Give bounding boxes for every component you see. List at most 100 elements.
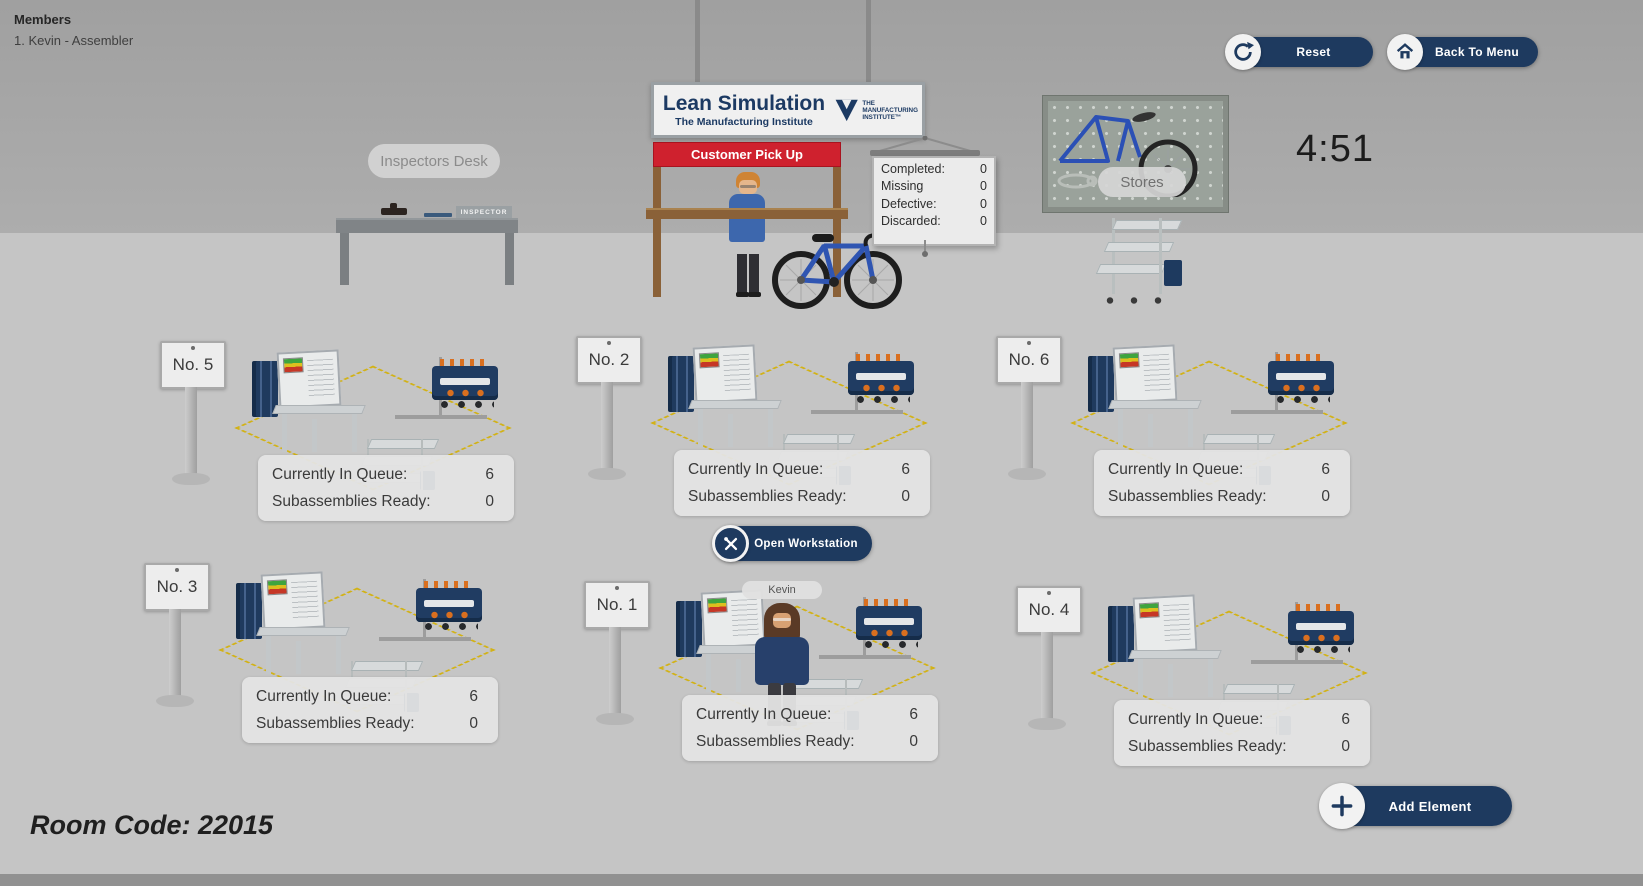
desk-leg [340, 233, 349, 285]
scoreboard-cord [922, 240, 928, 257]
station-sign: No. 3 [144, 563, 210, 713]
queue-value: 6 [1341, 710, 1350, 728]
members-panel: Members 1. Kevin - Assembler [14, 12, 133, 48]
customer-pickup-banner: Customer Pick Up [653, 142, 841, 167]
workstation-no1[interactable]: No. 1 Kevin Currently In Queue:6 Subasse… [584, 575, 954, 785]
logo-line: THE [862, 99, 875, 107]
logo-line: INSTITUTE™ [862, 113, 902, 121]
back-to-menu-button[interactable]: Back To Menu [1387, 34, 1538, 70]
open-workstation-label: Open Workstation [754, 537, 858, 550]
ready-label: Subassemblies Ready: [256, 714, 415, 732]
queue-value: 6 [469, 687, 478, 705]
scoreboard-rail [870, 150, 980, 156]
station-sign-label: No. 3 [156, 577, 198, 596]
avatar-body [755, 637, 809, 685]
countdown-timer: 4:51 [1296, 128, 1374, 170]
scoreboard-panel: Completed: 0 Missing 0 Defective: 0 Discard… [872, 156, 996, 246]
stores-area[interactable]: Stores [1042, 95, 1229, 213]
add-element-button[interactable]: Add Element [1319, 783, 1512, 829]
booth-post [653, 167, 661, 297]
scoreboard-strings [875, 136, 975, 153]
station-sign: No. 1 [584, 581, 650, 731]
workbench [668, 342, 788, 452]
tool-cart [848, 354, 914, 404]
station-sign-label: No. 2 [588, 350, 630, 369]
station-info-box: Currently In Queue: 6 Subassemblies Ready… [682, 695, 938, 761]
station-sign-label: No. 5 [172, 355, 214, 374]
clerk-leg [748, 254, 761, 297]
lean-simulation-sign: Lean Simulation The Manufacturing Instit… [651, 82, 925, 138]
station-info-box: Currently In Queue: 6 Subassemblies Ready… [1114, 700, 1370, 766]
station-sign-label: No. 6 [1008, 350, 1050, 369]
cart-wheels [1098, 296, 1178, 305]
station-sign: No. 5 [160, 341, 226, 491]
ready-value: 0 [1321, 487, 1330, 505]
inspectors-desk[interactable]: Inspectors Desk INSPECTOR [336, 144, 526, 289]
tools-icon [712, 525, 749, 562]
score-label: Missing [881, 179, 924, 194]
parts-bin [1164, 260, 1182, 286]
avatar-face [773, 613, 791, 628]
queue-value: 6 [909, 705, 918, 723]
score-label: Completed: [881, 162, 945, 176]
ready-label: Subassemblies Ready: [1108, 487, 1267, 505]
workstation-no3[interactable]: No. 3 Currently In Queue: 6 Subassemblies… [144, 557, 514, 767]
tool-cart [432, 359, 498, 409]
queue-label: Currently In Queue: [696, 705, 832, 723]
stores-cart [1095, 212, 1183, 308]
score-value: 0 [980, 162, 987, 176]
workbench [1108, 592, 1228, 702]
booth-counter [646, 208, 848, 219]
workbench [252, 347, 372, 457]
queue-value: 6 [901, 460, 910, 478]
station-info-box: Currently In Queue: 6 Subassemblies Ready… [242, 677, 498, 743]
ready-value: 0 [901, 487, 910, 505]
ready-value: 0 [909, 732, 918, 750]
open-workstation-button[interactable]: Open Workstation [712, 525, 872, 562]
ready-label: Subassemblies Ready: [1128, 737, 1287, 755]
ready-label: Subassemblies Ready: [688, 487, 847, 505]
score-value: 0 [980, 214, 987, 229]
workstation-no5[interactable]: No. 5 Currently In Queue:6 Subassemblies… [160, 335, 530, 545]
tool-cart [416, 581, 482, 631]
logo-line: MANUFACTURING [862, 106, 918, 114]
clerk-leg [736, 254, 749, 297]
sign-title: Lean Simulation [662, 91, 826, 115]
sign-subtitle: The Manufacturing Institute [675, 115, 813, 128]
reset-button[interactable]: Reset [1225, 34, 1373, 70]
sign-rod [695, 0, 700, 84]
tool-cart [856, 599, 922, 649]
add-element-label: Add Element [1388, 798, 1472, 814]
completed-bicycle [772, 233, 902, 309]
score-value: 0 [980, 196, 987, 211]
queue-label: Currently In Queue: [256, 687, 392, 705]
home-icon [1387, 34, 1423, 70]
station-sign: No. 4 [1016, 586, 1082, 736]
floor-edge [0, 874, 1643, 886]
member-entry: 1. Kevin - Assembler [14, 33, 134, 48]
logo-mark-icon [835, 99, 858, 122]
tool-cart [1288, 604, 1354, 654]
ready-label: Subassemblies Ready: [272, 492, 431, 510]
workstation-no4[interactable]: No. 4 Currently In Queue: 6 Subassemblies… [1016, 580, 1386, 790]
sign-rod [866, 0, 871, 84]
queue-label: Currently In Queue: [1128, 710, 1264, 728]
customer-pickup-booth[interactable]: Customer Pick Up [646, 142, 856, 304]
workstation-no6[interactable]: No. 6 Currently In Queue:6 Subassemblies… [996, 330, 1366, 540]
ready-label: Subassemblies Ready: [696, 732, 855, 750]
plus-icon [1319, 783, 1365, 829]
ready-value: 0 [485, 492, 494, 510]
stores-label: Stores [1098, 167, 1186, 197]
score-label: Defective: [881, 196, 937, 211]
reset-icon [1225, 34, 1261, 70]
clerk-face [739, 180, 757, 194]
station-sign-label: No. 4 [1028, 600, 1070, 619]
ready-value: 0 [1341, 737, 1350, 755]
workstation-no2[interactable]: No. 2 Currently In Queue:6 Subassemblies… [576, 330, 946, 540]
score-label: Discarded: [881, 214, 941, 229]
inspection-stamp [381, 203, 407, 215]
scoreboard: Completed: 0 Missing 0 Defective: 0 Discard… [862, 136, 996, 257]
reset-label: Reset [1296, 45, 1331, 59]
members-title: Members [14, 12, 72, 27]
